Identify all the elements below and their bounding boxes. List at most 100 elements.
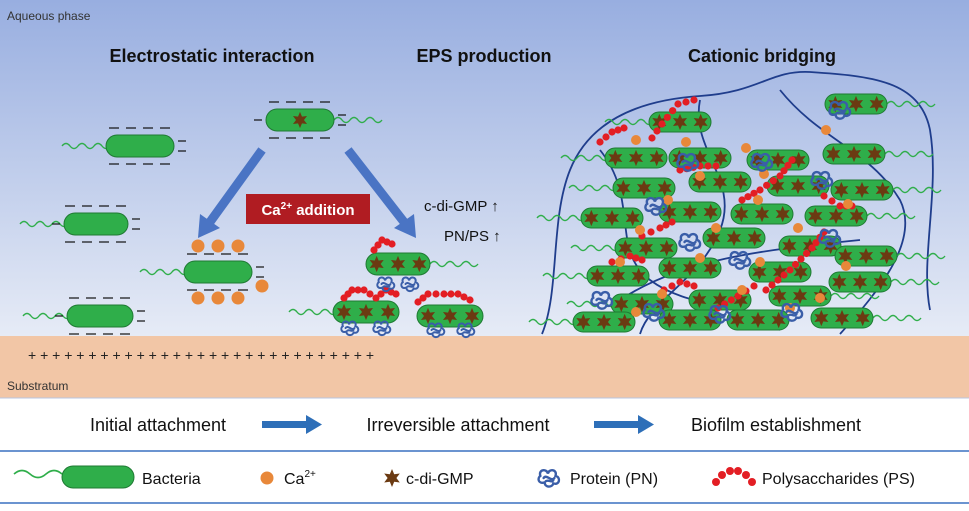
flagellum: [536, 214, 586, 222]
bacterium: [566, 293, 674, 315]
polysaccharide-bead: [440, 290, 448, 298]
legend-polysaccharide-label: Polysaccharides (PS): [762, 471, 915, 488]
legend-calcium-icon: [260, 471, 274, 485]
flagellum: [892, 186, 942, 194]
polysaccharide-bead: [682, 98, 690, 106]
cdigmp-indicator: c-di-GMP ↑: [424, 198, 499, 215]
polysaccharide-bead: [676, 166, 684, 174]
bacterium: [702, 227, 766, 249]
legend-cdigmp-icon: [384, 469, 400, 487]
polysaccharide-bead: [466, 296, 474, 304]
heading-electrostatic: Electrostatic interaction: [109, 46, 314, 66]
bacterium: [528, 311, 636, 333]
flagellum: [560, 154, 610, 162]
calcium-ion: [255, 279, 269, 293]
polysaccharide-bead: [776, 172, 784, 180]
calcium-ion: [657, 289, 667, 299]
flagellum: [884, 150, 934, 158]
polysaccharide-bead: [392, 290, 400, 298]
calcium-ion: [663, 195, 673, 205]
polysaccharide-bead: [360, 286, 368, 294]
legend-bacteria-label: Bacteria: [142, 471, 201, 488]
flagellum: [570, 244, 620, 252]
calcium-ion: [635, 225, 645, 235]
calcium-ion: [231, 239, 245, 253]
flagellum: [896, 252, 946, 260]
polysaccharide-bead: [596, 138, 604, 146]
polysaccharide-bead: [658, 120, 666, 128]
calcium-ion: [753, 195, 763, 205]
polysaccharide-bead: [348, 286, 356, 294]
heading-cationic: Cationic bridging: [688, 46, 836, 66]
bacterium: [828, 271, 940, 293]
polysaccharide-bead: [648, 134, 656, 142]
polysaccharide-bead: [786, 266, 794, 274]
polysaccharide-bead: [602, 133, 610, 141]
polysaccharide-bead: [674, 100, 682, 108]
bacterium: [810, 307, 922, 329]
stage-initial: Initial attachment: [90, 415, 226, 435]
polysaccharide-bead: [769, 177, 777, 185]
polysaccharide-bead: [780, 271, 788, 279]
stage-arrow-1: [262, 415, 322, 434]
legend-protein-icon: [537, 468, 561, 488]
calcium-ion: [631, 307, 641, 317]
polysaccharide-bead: [797, 255, 805, 263]
polysaccharide-bead: [756, 186, 764, 194]
flagellum: [568, 184, 618, 192]
polysaccharide-bead: [768, 281, 776, 289]
bacterium: [730, 203, 794, 225]
ca-addition-text: Ca2+ addition: [261, 201, 354, 219]
calcium-ion: [821, 125, 831, 135]
electrostatic-stage-group: [19, 101, 383, 335]
polysaccharide-bead: [828, 197, 836, 205]
bacterium: [830, 179, 942, 201]
flagellum: [890, 278, 940, 286]
polysaccharide-bead: [388, 240, 396, 248]
bacterium: [568, 177, 676, 199]
flagellum: [604, 118, 654, 126]
stage-biofilm: Biofilm establishment: [691, 415, 861, 435]
polysaccharide-bead: [836, 202, 844, 210]
bacterium: [61, 127, 186, 165]
eps-strand: [541, 71, 934, 335]
flagellum: [872, 314, 922, 322]
calcium-ion: [737, 285, 747, 295]
bacterium: [22, 297, 145, 335]
branch-arrows: [198, 147, 416, 238]
polysaccharide-bead: [608, 128, 616, 136]
calcium-ion: [211, 239, 225, 253]
polysaccharide-bead: [419, 294, 427, 302]
negative-charges: [187, 253, 264, 291]
polysaccharide-bead: [763, 181, 771, 189]
polysaccharide-bead: [647, 228, 655, 236]
bacterium: [822, 143, 934, 165]
polysaccharide-bead: [354, 286, 362, 294]
bacterium-body: [63, 212, 129, 236]
polysaccharide-bead: [704, 162, 712, 170]
polysaccharide-bead: [812, 239, 820, 247]
bacterium: [288, 300, 400, 324]
negative-charges: [109, 127, 186, 165]
polysaccharide-bead: [712, 162, 720, 170]
calcium-ion: [211, 291, 225, 305]
surface-positive-charges: + + + + + + + + + + + + + + + + + + + + …: [28, 347, 374, 363]
stage-irreversible: Irreversible attachment: [366, 415, 549, 435]
bacterium: [658, 201, 722, 223]
polysaccharide-bead: [432, 290, 440, 298]
calcium-ion: [231, 291, 245, 305]
polysaccharide-bead: [377, 290, 385, 298]
bacterium: [658, 257, 722, 279]
bacterium: [726, 309, 790, 331]
heading-eps: EPS production: [417, 46, 552, 66]
polysaccharide-bead: [727, 296, 735, 304]
bacterium-body: [66, 304, 134, 328]
bacterium: [139, 253, 264, 291]
polysaccharide-bead: [668, 282, 676, 290]
legend-protein-label: Protein (PN): [570, 471, 658, 488]
polysaccharide-bead: [668, 218, 676, 226]
negative-charges: [52, 205, 140, 243]
aqueous-phase-label: Aqueous phase: [7, 9, 91, 23]
polysaccharide-bead: [656, 224, 664, 232]
